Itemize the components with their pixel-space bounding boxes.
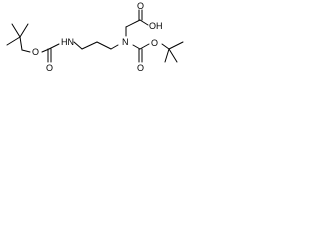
bond <box>110 44 119 50</box>
left-carbonyl-oxygen-label: O <box>46 63 53 73</box>
bond <box>96 41 112 50</box>
bond <box>73 41 83 50</box>
chemical-structure: O OH N HN O O O O <box>6 1 184 73</box>
left-ester-oxygen-label: O <box>32 47 39 57</box>
bond <box>19 36 23 51</box>
bond <box>168 41 184 50</box>
bonds <box>6 9 184 63</box>
bond <box>11 23 21 38</box>
bond <box>168 48 178 63</box>
bond <box>19 23 29 38</box>
right-ester-oxygen-label: O <box>151 38 158 48</box>
carbamate-nh-label: HN <box>61 37 74 47</box>
bond <box>21 49 31 53</box>
bond <box>6 36 21 46</box>
atom-labels: O OH N HN O O O O <box>32 1 163 73</box>
bond <box>161 43 170 50</box>
bond <box>139 43 150 50</box>
tertiary-amine-nitrogen-label: N <box>122 37 129 47</box>
acid-carbonyl-oxygen-label: O <box>137 1 144 11</box>
bond <box>81 41 98 50</box>
bond <box>125 19 141 28</box>
right-carbonyl-oxygen-label: O <box>137 63 144 73</box>
bond <box>139 19 149 26</box>
bond <box>164 48 170 63</box>
acid-hydroxyl-label: OH <box>149 21 163 31</box>
bond <box>132 44 141 50</box>
bond <box>48 43 60 50</box>
